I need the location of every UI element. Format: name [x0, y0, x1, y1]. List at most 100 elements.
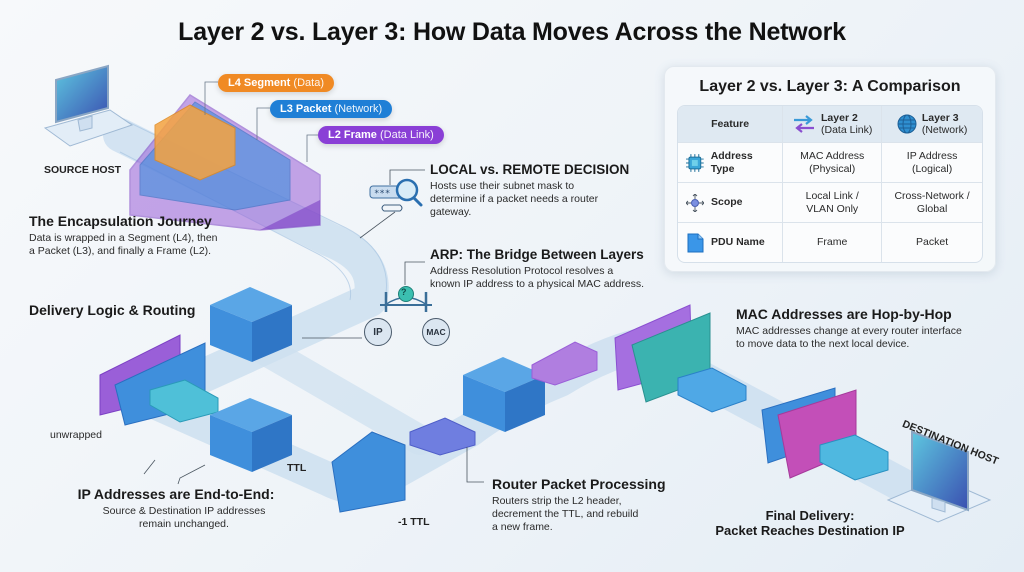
- cell-line: Cross-Network /: [894, 189, 970, 202]
- local-remote-section: LOCAL vs. REMOTE DECISION Hosts use thei…: [430, 162, 629, 219]
- local-remote-body-3: gateway.: [430, 206, 472, 218]
- row-scope-feature: Scope: [678, 183, 784, 223]
- ttl-label: TTL: [287, 462, 307, 474]
- comparison-table: Feature Layer 2(Data Link): [677, 105, 983, 263]
- left-frame-stack: [99, 334, 219, 426]
- encapsulation-heading: The Encapsulation Journey: [29, 213, 212, 229]
- local-remote-heading: LOCAL vs. REMOTE DECISION: [430, 162, 630, 177]
- header-block-purple-small: [409, 417, 476, 456]
- row-pdu-feature: PDU Name: [678, 223, 784, 262]
- arp-bridge-icon: [380, 286, 432, 312]
- final-frame-stack: [761, 387, 889, 481]
- mac-hop-section: MAC Addresses are Hop-by-Hop MAC address…: [736, 306, 962, 351]
- pill-l3-name: L3 Packet: [280, 103, 332, 115]
- pill-l2-sub: (Data Link): [379, 129, 434, 141]
- comparison-card: Layer 2 vs. Layer 3: A Comparison Featur…: [664, 66, 996, 272]
- mac-hop-body-1: MAC addresses change at every router int…: [736, 325, 962, 337]
- comparison-row: Address Type MAC Address(Physical) IP Ad…: [678, 143, 982, 183]
- header-layer2-name: Layer 2: [821, 111, 858, 124]
- router-heading: Router Packet Processing: [492, 476, 666, 492]
- pill-l4-sub: (Data): [293, 77, 324, 89]
- row-feature-label: PDU Name: [711, 236, 765, 248]
- final-heading-1: Final Delivery:: [765, 508, 855, 523]
- ip-end-section: IP Addresses are End-to-End: Source & De…: [78, 486, 284, 531]
- cell-line: (Physical): [809, 162, 856, 175]
- header-layer3-sub: (Network): [921, 123, 968, 136]
- header-layer3-name: Layer 3: [921, 111, 959, 124]
- encapsulation-body-2: a Packet (L3), and finally a Frame (L2).: [29, 245, 212, 257]
- pill-l2-name: L2 Frame: [328, 129, 377, 141]
- cell-line: (Logical): [911, 162, 953, 175]
- row-address-type-l3: IP Address(Logical): [882, 143, 982, 183]
- ip-end-body-1: Source & Destination IP addresses: [102, 505, 266, 517]
- arp-body-2: known IP address to a physical MAC addre…: [430, 278, 644, 290]
- comparison-title: Layer 2 vs. Layer 3: A Comparison: [699, 78, 961, 95]
- row-scope-l2: Local Link /VLAN Only: [783, 183, 883, 223]
- encapsulation-section: The Encapsulation Journey Data is wrappe…: [29, 213, 218, 258]
- router-cube-1: [210, 287, 292, 362]
- ip-end-body-2: remain unchanged.: [139, 518, 229, 530]
- minus-ttl-label: -1 TTL: [398, 516, 430, 528]
- router-cube-3: [463, 357, 545, 432]
- subnet-search-icon: ***: [369, 178, 423, 212]
- local-remote-body-1: Hosts use their subnet mask to: [430, 180, 575, 192]
- pill-l2-frame: L2 Frame (Data Link): [318, 126, 444, 144]
- row-address-type-l2: MAC Address(Physical): [783, 143, 883, 183]
- comparison-row: Scope Local Link /VLAN Only Cross-Networ…: [678, 183, 982, 223]
- delivery-heading: Delivery Logic & Routing: [29, 302, 196, 318]
- header-layer3: Layer 3(Network): [882, 106, 982, 143]
- arp-section: ARP: The Bridge Between Layers Address R…: [430, 247, 644, 291]
- page-title: Layer 2 vs. Layer 3: How Data Moves Acro…: [178, 18, 846, 46]
- router-section: Router Packet Processing Routers strip t…: [492, 476, 666, 534]
- router-cube-2: [210, 398, 292, 472]
- row-scope-l3: Cross-Network /Global: [882, 183, 982, 223]
- cell-line: Local Link /: [805, 189, 859, 202]
- cell-line: Frame: [817, 236, 848, 248]
- header-block-purple: [531, 341, 598, 386]
- chip-icon: [686, 153, 704, 172]
- cell-line: MAC Address: [800, 149, 865, 162]
- header-layer2: Layer 2(Data Link): [783, 106, 883, 143]
- source-host-computer-icon: [43, 64, 134, 147]
- comparison-row: PDU Name Frame Packet: [678, 223, 982, 262]
- scope-arrows-icon: [686, 193, 704, 212]
- router-body-1: Routers strip the L2 header,: [492, 495, 622, 507]
- cell-line: Global: [916, 202, 948, 215]
- mac-hop-body-2: to move data to the next local device.: [736, 338, 910, 350]
- header-feature: Feature: [678, 106, 784, 143]
- destination-host-computer-icon: [886, 430, 992, 523]
- final-delivery-section: Final Delivery: Packet Reaches Destinati…: [700, 508, 920, 538]
- document-icon: [687, 233, 704, 252]
- arp-heading: ARP: The Bridge Between Layers: [430, 247, 644, 262]
- pill-l3-sub: (Network): [334, 103, 383, 115]
- swap-arrows-icon: [794, 114, 815, 133]
- callout-lines: [143, 169, 484, 485]
- row-feature-label: Address Type: [710, 149, 753, 175]
- mac-badge: MAC: [422, 318, 450, 346]
- globe-icon: [897, 114, 917, 133]
- encapsulation-body-1: Data is wrapped in a Segment (L4), then: [29, 232, 218, 244]
- row-pdu-l3: Packet: [882, 223, 982, 262]
- row-pdu-l2: Frame: [783, 223, 883, 262]
- rebuilt-frame-stack: [614, 304, 747, 413]
- cell-line: IP Address: [906, 149, 958, 162]
- local-remote-body-2: determine if a packet needs a router: [430, 193, 599, 205]
- frame-block-tall: [331, 431, 406, 513]
- mac-hop-heading: MAC Addresses are Hop-by-Hop: [736, 306, 952, 322]
- pill-leaders: [204, 81, 318, 162]
- router-body-2: decrement the TTL, and rebuild: [492, 508, 639, 520]
- arp-question-badge: ?: [401, 287, 407, 297]
- comparison-header-row: Feature Layer 2(Data Link): [678, 106, 982, 143]
- header-layer2-sub: (Data Link): [821, 123, 873, 136]
- svg-text:***: ***: [374, 189, 390, 199]
- arp-body-1: Address Resolution Protocol resolves a: [430, 265, 614, 277]
- ip-badge: IP: [364, 318, 392, 346]
- final-heading-2: Packet Reaches Destination IP: [715, 523, 905, 538]
- row-address-type-feature: Address Type: [678, 143, 784, 183]
- router-body-3: a new frame.: [492, 521, 553, 533]
- unwrapped-label: unwrapped: [50, 429, 102, 441]
- cell-line: VLAN Only: [806, 202, 859, 215]
- pill-l4-name: L4 Segment: [228, 77, 291, 89]
- pill-l3-packet: L3 Packet (Network): [270, 100, 393, 118]
